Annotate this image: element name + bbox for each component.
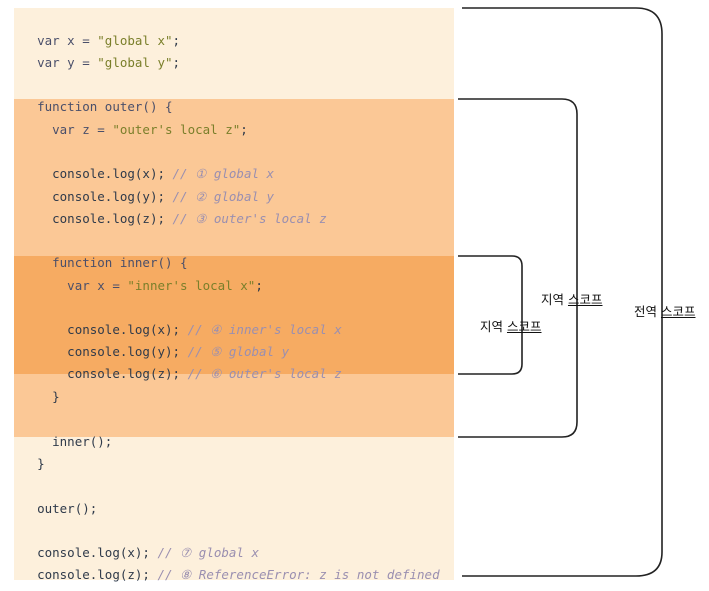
- code-line: function inner() {: [37, 255, 188, 270]
- code-line: console.log(x); // ④ inner's local x: [37, 322, 342, 337]
- outer-scope-bracket: [458, 98, 578, 438]
- code-line: console.log(z); // ⑥ outer's local z: [37, 366, 342, 381]
- code-line: var y = "global y";: [37, 55, 181, 70]
- code-line: outer();: [37, 501, 98, 516]
- code-line: console.log(x); // ① global x: [37, 166, 275, 181]
- global-scope-bracket: [462, 7, 663, 577]
- code-line: console.log(y); // ② global y: [37, 189, 275, 204]
- code-line: var z = "outer's local z";: [37, 122, 248, 137]
- code-line: console.log(y); // ⑤ global y: [37, 344, 290, 359]
- code-line: var x = "inner's local x";: [37, 278, 263, 293]
- inner-scope-bracket: [458, 255, 523, 375]
- code-line: }: [37, 389, 60, 404]
- code-line: inner();: [37, 434, 113, 449]
- code-line: console.log(z); // ⑧ ReferenceError: z i…: [37, 567, 440, 582]
- code-line: console.log(z); // ③ outer's local z: [37, 211, 327, 226]
- inner-local-scope-label: 지역 스코프: [480, 319, 542, 334]
- inner-function-scope-highlight: [14, 256, 454, 374]
- outer-local-scope-label: 지역 스코프: [541, 292, 603, 307]
- code-line: var x = "global x";: [37, 33, 181, 48]
- code-line: function outer() {: [37, 99, 173, 114]
- global-scope-label: 전역 스코프: [634, 304, 696, 319]
- code-line: console.log(x); // ⑦ global x: [37, 545, 259, 560]
- code-line: }: [37, 456, 45, 471]
